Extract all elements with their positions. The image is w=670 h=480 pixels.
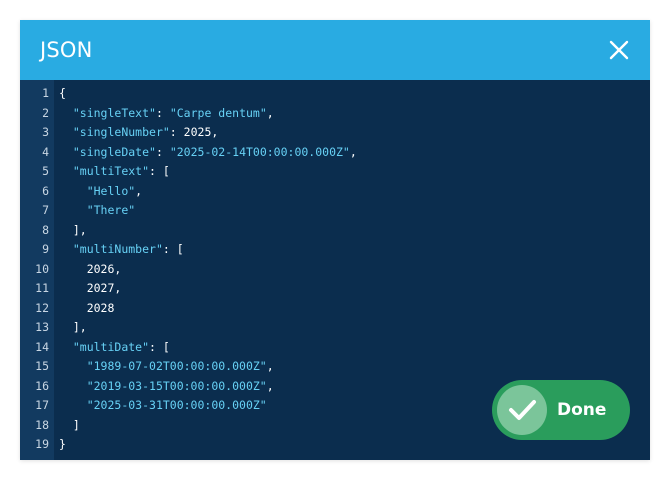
code-line: 3 "singleNumber": 2025, [20, 123, 650, 143]
code-line: 13 ], [20, 318, 650, 338]
code-text: 2028 [86, 300, 115, 315]
code-line: 15 "1989-07-02T00:00:00.000Z", [20, 357, 650, 377]
code-text: } [59, 437, 66, 451]
code-text: "2019-03-15T00:00:00.000Z", [86, 378, 274, 393]
code-line: 6 "Hello", [20, 182, 650, 202]
json-editor[interactable]: 1{2 "singleText": "Carpe dentum",3 "sing… [20, 80, 650, 460]
code-line: 17 "2025-03-31T00:00:00.000Z" [20, 396, 650, 416]
line-number: 12 [35, 300, 49, 315]
code-line: 19} [20, 435, 650, 455]
checkmark-icon [497, 385, 547, 435]
code-line: 9 "multiNumber": [ [20, 240, 650, 260]
line-number: 17 [35, 398, 49, 412]
code-line: 10 2026, [20, 260, 650, 280]
line-number: 13 [35, 320, 49, 334]
json-dialog: JSON 1{2 "singleText": "Carpe dentum",3 … [20, 20, 650, 460]
line-number: 6 [42, 183, 49, 198]
line-number-gutter [20, 80, 54, 460]
line-number: 8 [42, 222, 49, 237]
code-line: 2 "singleText": "Carpe dentum", [20, 104, 650, 124]
code-text: "2025-03-31T00:00:00.000Z" [86, 398, 267, 412]
code-line: 14 "multiDate": [ [20, 338, 650, 358]
dialog-header: JSON [20, 20, 650, 80]
code-text: "singleDate": "2025-02-14T00:00:00.000Z"… [72, 144, 357, 159]
line-number: 7 [42, 203, 49, 217]
code-text: ] [59, 417, 80, 432]
line-number: 18 [35, 417, 49, 432]
code-line: 5 "multiText": [ [20, 162, 650, 182]
code-text: "1989-07-02T00:00:00.000Z", [86, 359, 274, 373]
line-number: 14 [35, 339, 49, 354]
code-text: "Hello", [86, 183, 143, 198]
line-number: 19 [35, 437, 49, 451]
code-text: { [59, 86, 66, 100]
code-line: 1{ [20, 84, 650, 104]
code-line: 16 "2019-03-15T00:00:00.000Z", [20, 377, 650, 397]
code-text: "singleNumber": 2025, [72, 125, 219, 139]
code-line: 11 2027, [20, 279, 650, 299]
done-button[interactable]: Done [492, 380, 630, 440]
line-number: 4 [42, 144, 49, 159]
code-line: 8 ], [20, 221, 650, 241]
line-number: 1 [42, 86, 49, 100]
line-number: 2 [42, 105, 49, 120]
line-number: 9 [42, 242, 49, 256]
code-text: ], [59, 320, 87, 334]
code-text: "multiText": [ [72, 164, 170, 178]
line-number: 15 [35, 359, 49, 373]
code-line: 18 ] [20, 416, 650, 436]
code-text: "singleText": "Carpe dentum", [72, 105, 274, 120]
code-text: "multiDate": [ [72, 339, 170, 354]
line-number: 16 [35, 378, 49, 393]
code-text: "There" [86, 203, 136, 217]
code-text: ], [59, 222, 87, 237]
code-text: 2026, [86, 261, 122, 276]
line-number: 11 [35, 281, 49, 295]
line-number: 3 [42, 125, 49, 139]
line-number: 5 [42, 164, 49, 178]
code-line: 12 2028 [20, 299, 650, 319]
line-number: 10 [35, 261, 49, 276]
code-line: 4 "singleDate": "2025-02-14T00:00:00.000… [20, 143, 650, 163]
code-text: "multiNumber": [ [72, 242, 184, 256]
dialog-title: JSON [40, 38, 93, 62]
code-text: 2027, [86, 281, 122, 295]
close-icon[interactable] [604, 35, 634, 65]
code-line: 7 "There" [20, 201, 650, 221]
done-label: Done [557, 400, 607, 420]
